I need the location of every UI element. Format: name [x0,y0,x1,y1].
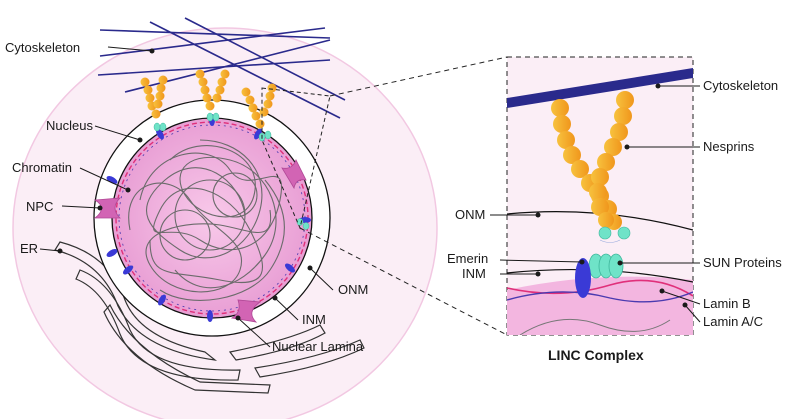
inset-label-nesprins: Nesprins [703,139,755,154]
label-er: ER [20,241,38,256]
inset-label-cytoskeleton: Cytoskeleton [703,78,778,93]
label-inm: INM [302,312,326,327]
inset-actin [507,68,693,108]
endoplasmic-reticulum [54,241,365,394]
inset-emerin [575,258,591,298]
inset-label-lamin-b: Lamin B [703,296,751,311]
label-npc: NPC [26,199,53,214]
inset-label-lamin-ac: Lamin A/C [703,314,763,329]
inset-klash-domains [598,226,631,240]
inset-label-emerin: Emerin [447,251,488,266]
label-chromatin: Chromatin [12,160,72,175]
label-nucleus: Nucleus [46,118,93,133]
label-nuclear-lamina: Nuclear Lamina [272,339,364,354]
inset-label-onm: ONM [455,207,485,222]
inset-label-inm: INM [462,266,486,281]
label-cytoskeleton: Cytoskeleton [5,40,80,55]
label-onm: ONM [338,282,368,297]
inset-sun-proteins [588,239,624,279]
chromatin [128,139,285,301]
inset-nesprins [551,91,634,230]
cytoskeleton-filaments [97,17,346,119]
nesprins-small [140,69,277,129]
inset-label-sun-proteins: SUN Proteins [703,255,782,270]
inset-caption: LINC Complex [548,347,644,363]
leader-lines [39,46,701,348]
sun-proteins-small [153,112,310,230]
linc-inset [506,56,694,336]
emerin-proteins [106,114,311,322]
zoom-guides [261,56,508,336]
